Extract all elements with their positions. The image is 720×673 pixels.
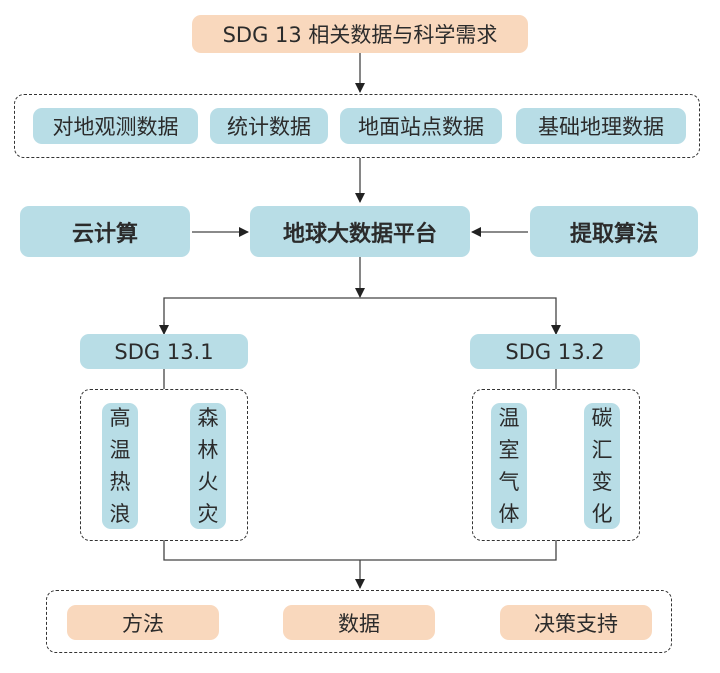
vertical-char: 灾 (197, 502, 219, 526)
source-statistics: 统计数据 (210, 108, 328, 144)
top-requirement-label: SDG 13 相关数据与科学需求 (222, 23, 498, 47)
vertical-char: 变 (591, 470, 613, 494)
source-ground-stations: 地面站点数据 (340, 108, 502, 144)
vertical-char: 浪 (109, 502, 131, 526)
top-requirement-box: SDG 13 相关数据与科学需求 (192, 15, 528, 53)
greenhouse-gas-box: 温室气体 (491, 403, 527, 529)
source-basic-geography: 基础地理数据 (516, 108, 686, 144)
vertical-char: 汇 (591, 438, 613, 462)
vertical-char: 温 (109, 438, 131, 462)
sdg-13-1-box: SDG 13.1 (80, 334, 248, 369)
vertical-char: 热 (109, 470, 131, 494)
output-decision-support: 决策支持 (500, 605, 652, 640)
vertical-char: 体 (498, 502, 520, 526)
output-methods: 方法 (67, 605, 219, 640)
cloud-computing-box: 云计算 (20, 206, 190, 257)
vertical-char: 火 (197, 470, 219, 494)
forest-fire-box: 森林火灾 (190, 403, 226, 529)
vertical-char: 森 (197, 406, 219, 430)
big-earth-data-platform-box: 地球大数据平台 (250, 206, 470, 257)
outputs-group (46, 590, 672, 653)
sdg-13-2-group (472, 389, 640, 541)
vertical-char: 温 (498, 406, 520, 430)
vertical-char: 高 (109, 406, 131, 430)
vertical-char: 碳 (591, 406, 613, 430)
heatwave-box: 高温热浪 (102, 403, 138, 529)
sdg-13-2-box: SDG 13.2 (470, 334, 640, 369)
extraction-algorithm-box: 提取算法 (530, 206, 698, 257)
vertical-char: 气 (498, 470, 520, 494)
merge-line (163, 540, 557, 561)
vertical-char: 化 (591, 502, 613, 526)
vertical-char: 室 (498, 438, 520, 462)
output-data: 数据 (283, 605, 435, 640)
vertical-char: 林 (197, 438, 219, 462)
carbon-sink-change-box: 碳汇变化 (584, 403, 620, 529)
branch-line (163, 297, 557, 333)
sdg-13-1-group (80, 389, 248, 541)
data-sources-group (14, 94, 700, 158)
source-earth-observation: 对地观测数据 (33, 108, 198, 144)
